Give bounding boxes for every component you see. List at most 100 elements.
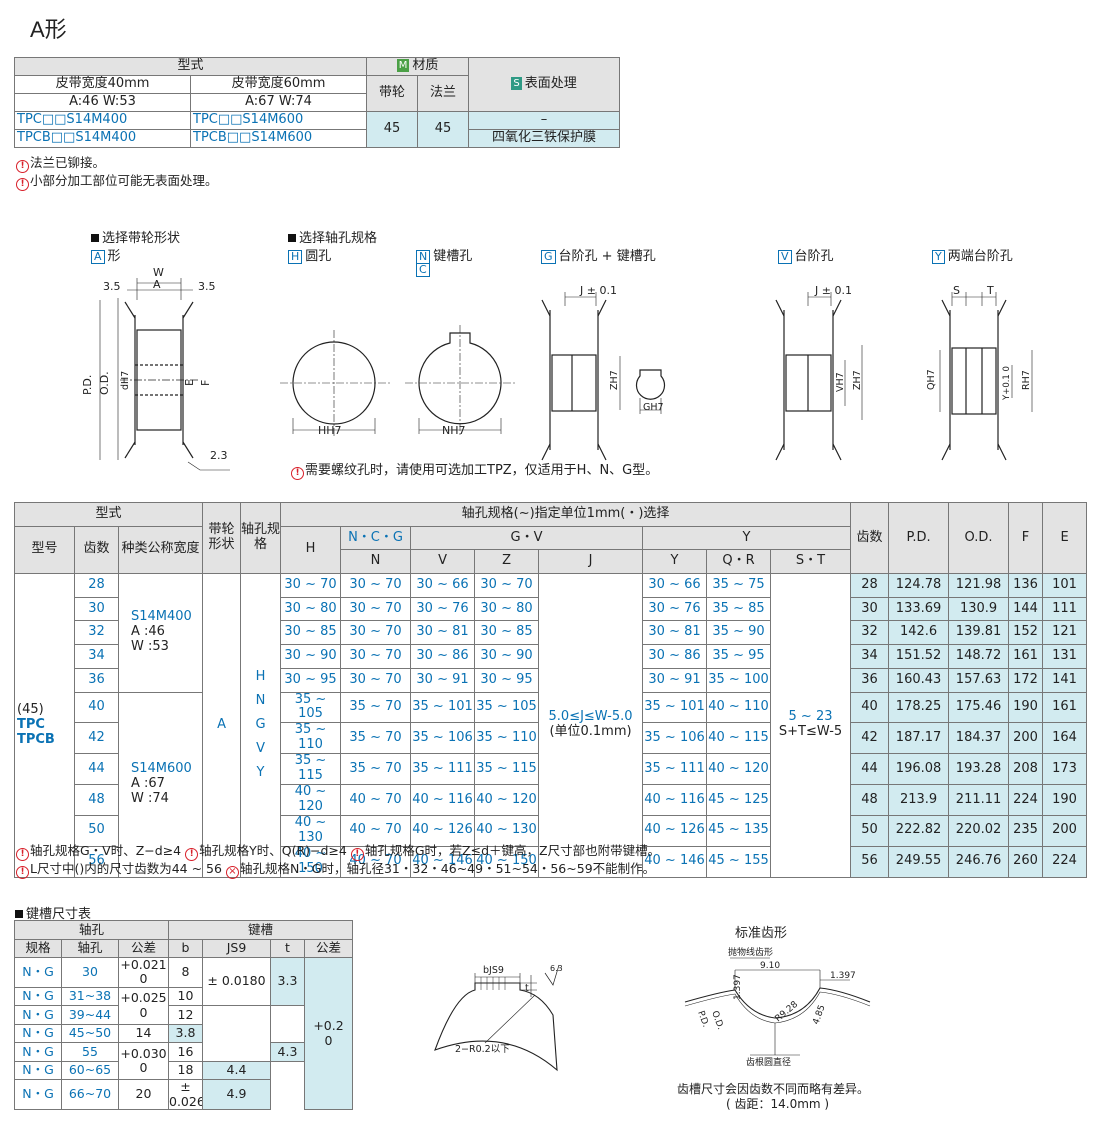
teeth-right-cell: 32 (850, 620, 890, 646)
kw-tol2-header: 公差 (303, 938, 354, 958)
n-range-cell: 35 ~ 70 (340, 753, 412, 786)
v-range-cell: 35 ~ 106 (410, 722, 476, 755)
f-cell: 152 (1008, 620, 1044, 646)
pd-cell: 213.9 (888, 784, 950, 816)
dim-s: S (953, 284, 960, 297)
pd-cell: 196.08 (888, 753, 950, 786)
dim-2-3: 2.3 (210, 449, 228, 462)
square-bullet-icon (288, 234, 296, 242)
prohibited-icon: × (225, 866, 239, 879)
belt40-dims: A:46 W:53 (14, 93, 191, 112)
pulley-material: 45 (366, 111, 419, 148)
e-cell: 121 (1042, 620, 1088, 646)
y-range-cell: 35 ~ 106 (642, 722, 708, 755)
f-header: F (1008, 501, 1044, 575)
od-cell: 175.46 (948, 691, 1010, 724)
bore-y-drawing (939, 292, 1033, 461)
dim-z: ZH7 (609, 370, 620, 390)
teeth-cell: 40 (74, 691, 119, 724)
kw-bjs9: bJS9 (483, 965, 504, 976)
warning-icon: ! (291, 467, 304, 480)
z-range-cell: 35 ~ 105 (474, 691, 540, 724)
surface-row2: 四氧化三铁保护膜 (468, 129, 621, 148)
e-cell: 200 (1042, 815, 1088, 847)
st-header: S・T (770, 549, 852, 575)
y-range-cell: 40 ~ 126 (642, 815, 708, 847)
bore-g-drawing (541, 292, 666, 461)
material-tag: M (396, 59, 410, 73)
dim-v: VH7 (835, 372, 846, 392)
f-cell: 224 (1008, 784, 1044, 816)
od-cell: 184.37 (948, 722, 1010, 755)
y-range-cell: 35 ~ 101 (642, 691, 708, 724)
page-title: A形 (30, 17, 67, 42)
kw-t-cell: 4.9 (202, 1079, 271, 1110)
bore-spec-header: 轴孔规格(~)指定单位1mm(・)选择 (280, 502, 852, 527)
j-range-cell: 5.0≤J≤W-5.0(单位0.1mm) (538, 573, 644, 878)
teeth-cell: 36 (74, 667, 119, 693)
row2-model-a: TPCB□□S14M400 (14, 129, 191, 148)
y2-header: Y (642, 549, 708, 575)
n-header: N (340, 549, 412, 575)
f-cell: 190 (1008, 691, 1044, 724)
y-range-cell: 40 ~ 116 (642, 784, 708, 816)
teeth-cell: 56 (74, 845, 119, 878)
warning-icon: ! (16, 160, 29, 173)
kw-bore-header: 轴孔 (14, 920, 169, 940)
kw-t-cell: 4.3 (270, 1042, 305, 1062)
dim-j-g: J ± 0.1 (579, 284, 617, 297)
f-cell: 136 (1008, 573, 1044, 598)
e-cell: 131 (1042, 644, 1088, 669)
z-range-cell: 35 ~ 115 (474, 753, 540, 786)
main-selection-table: 型式 带轮形状 轴孔规格 轴孔规格(~)指定单位1mm(・)选择 齿数 P.D.… (13, 501, 1088, 878)
tooth-parabola: 抛物线齿形 (728, 946, 773, 958)
kw-bore-cell: 39~44 (61, 1005, 119, 1025)
surface-tag: S (511, 77, 522, 91)
z-range-cell: 40 ~ 150 (474, 845, 540, 878)
qr-header: Q・R (706, 549, 772, 575)
od-cell: 246.76 (948, 845, 1010, 878)
od-cell: 193.28 (948, 753, 1010, 786)
warning-icon: ! (185, 848, 199, 861)
z-range-cell: 30 ~ 90 (474, 644, 540, 669)
dim-f: F (199, 380, 212, 386)
warning-icon: ! (350, 848, 364, 861)
kw-bore-cell: 55 (61, 1042, 119, 1062)
teeth-cell: 32 (74, 620, 119, 646)
e-header: E (1042, 501, 1088, 575)
teeth-right-cell: 28 (850, 573, 890, 598)
warning-icon: ! (16, 848, 29, 861)
v-range-cell: 40 ~ 146 (410, 845, 476, 878)
v-range-cell: 35 ~ 101 (410, 691, 476, 724)
n-range-cell: 35 ~ 70 (340, 722, 412, 755)
od-cell: 157.63 (948, 667, 1010, 693)
n-range-cell: 30 ~ 70 (340, 596, 412, 622)
e-cell: 173 (1042, 753, 1088, 786)
dim-pd: P.D. (81, 375, 94, 395)
f-cell: 200 (1008, 722, 1044, 755)
kw-js9-cell (202, 1005, 271, 1062)
teeth-cell: 34 (74, 644, 119, 669)
kw-spec-cell: N・G (14, 1060, 62, 1081)
tooth-note-1: 齿槽尺寸会因齿数不同而略有差异。 (677, 1082, 870, 1096)
h-range-cell: 35 ~ 110 (280, 722, 342, 755)
bore-c-label: C (416, 262, 433, 277)
kind-header: 种类公称宽度 (117, 525, 204, 575)
type-header: 型式 (13, 502, 204, 527)
kw-js9-cell: ± 0.0180 (202, 956, 271, 1007)
tpz-note: !需要螺纹孔时，请使用可选加工TPZ，仅适用于H、N、G型。 (291, 463, 658, 480)
y-range-cell: 35 ~ 111 (642, 753, 708, 786)
tooth-1397-left: 1.397 (733, 974, 743, 1000)
kw-b-cell: 12 (168, 1005, 203, 1025)
row1-model-b: TPC□□S14M600 (189, 111, 368, 130)
y-range-cell: 30 ~ 86 (642, 644, 708, 669)
z-range-cell: 40 ~ 130 (474, 815, 540, 847)
